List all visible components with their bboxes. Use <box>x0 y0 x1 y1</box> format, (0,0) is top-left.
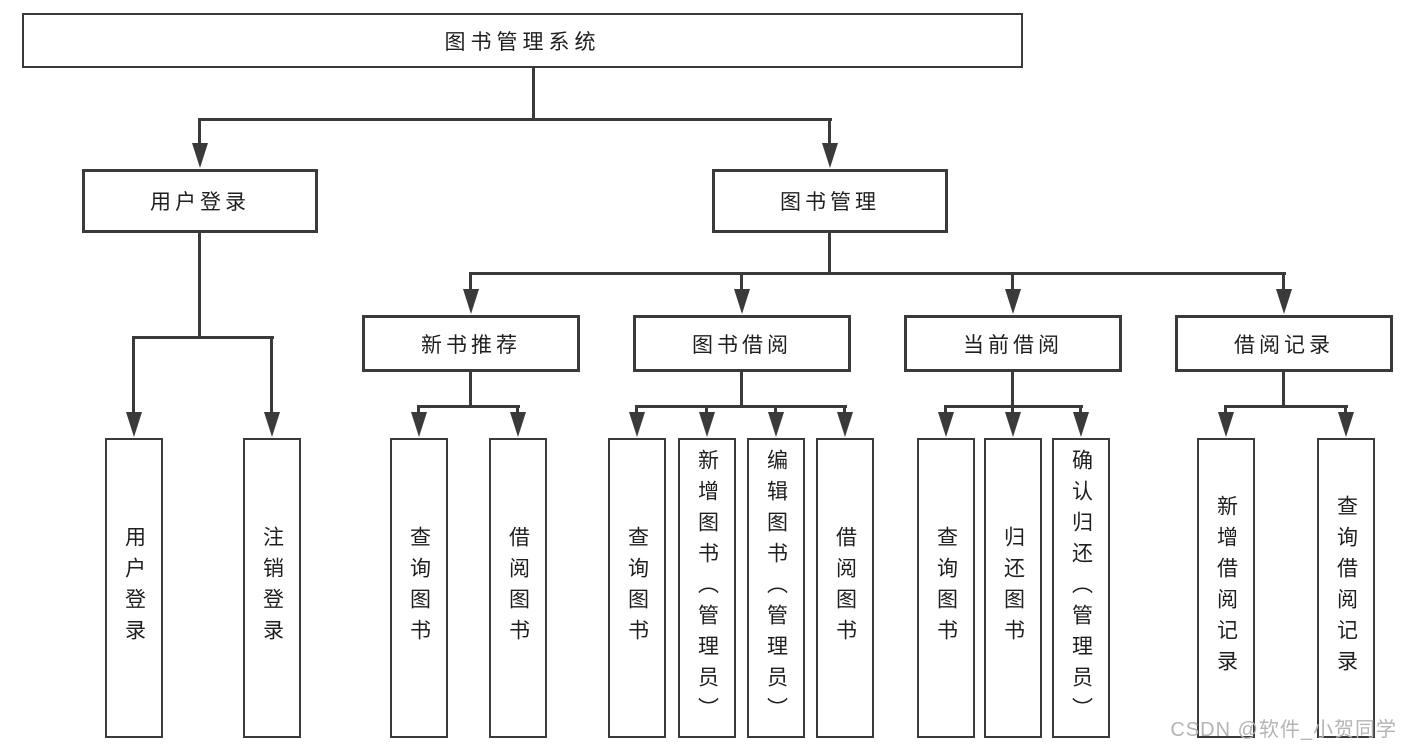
leaf-edit-books-admin: 编辑图书（管理员） <box>747 438 805 738</box>
connector-line <box>1011 272 1014 300</box>
connector-line <box>198 233 201 338</box>
node-book-borrow: 图书借阅 <box>633 315 851 372</box>
leaf-query-books-borrow: 查询图书 <box>608 438 666 738</box>
arrow-down-icon <box>1276 289 1292 314</box>
connector-line <box>469 372 472 408</box>
connector-line <box>1282 372 1285 408</box>
arrow-down-icon <box>126 412 142 437</box>
connector-line <box>828 118 831 150</box>
arrow-down-icon <box>768 412 784 437</box>
connector-line <box>198 118 832 121</box>
connector-line <box>532 68 535 118</box>
connector-line <box>1282 272 1285 300</box>
connector-line <box>132 336 135 416</box>
arrow-down-icon <box>734 289 750 314</box>
leaf-add-borrow-record: 新增借阅记录 <box>1197 438 1255 738</box>
node-library-management-system: 图书管理系统 <box>22 13 1023 68</box>
arrow-down-icon <box>837 412 853 437</box>
leaf-query-borrow-record: 查询借阅记录 <box>1317 438 1375 738</box>
connector-line <box>132 336 274 339</box>
connector-line <box>740 372 743 408</box>
connector-line <box>1011 372 1014 408</box>
arrow-down-icon <box>463 289 479 314</box>
arrow-down-icon <box>1073 412 1089 437</box>
leaf-logout: 注销登录 <box>243 438 301 738</box>
node-book-management: 图书管理 <box>712 169 948 233</box>
connector-line <box>828 233 831 275</box>
node-user-login: 用户登录 <box>82 169 318 233</box>
node-borrow-records: 借阅记录 <box>1175 315 1393 372</box>
arrow-down-icon <box>264 412 280 437</box>
arrow-down-icon <box>938 412 954 437</box>
arrow-down-icon <box>822 143 838 168</box>
connector-line <box>740 272 743 300</box>
leaf-query-books-current: 查询图书 <box>917 438 975 738</box>
arrow-down-icon <box>411 412 427 437</box>
connector-line <box>270 336 273 416</box>
arrow-down-icon <box>192 143 208 168</box>
leaf-borrow-books-recommend: 借阅图书 <box>489 438 547 738</box>
leaf-query-books-recommend: 查询图书 <box>390 438 448 738</box>
arrow-down-icon <box>629 412 645 437</box>
arrow-down-icon <box>510 412 526 437</box>
arrow-down-icon <box>1005 289 1021 314</box>
connector-line <box>469 272 472 300</box>
node-current-borrow: 当前借阅 <box>904 315 1122 372</box>
leaf-borrow-books: 借阅图书 <box>816 438 874 738</box>
arrow-down-icon <box>1218 412 1234 437</box>
arrow-down-icon <box>699 412 715 437</box>
arrow-down-icon <box>1005 412 1021 437</box>
connector-line <box>198 118 201 150</box>
node-new-book-recommend: 新书推荐 <box>362 315 580 372</box>
leaf-user-login: 用户登录 <box>105 438 163 738</box>
connector-line <box>417 405 520 408</box>
csdn-watermark: CSDN @软件_小贺同学 <box>1170 719 1397 741</box>
arrow-down-icon <box>1338 412 1354 437</box>
leaf-add-books-admin: 新增图书（管理员） <box>678 438 736 738</box>
connector-line <box>1224 405 1348 408</box>
connector-line <box>469 272 1286 275</box>
leaf-return-books: 归还图书 <box>984 438 1042 738</box>
connector-line <box>635 405 847 408</box>
leaf-confirm-return-admin: 确认归还（管理员） <box>1052 438 1110 738</box>
